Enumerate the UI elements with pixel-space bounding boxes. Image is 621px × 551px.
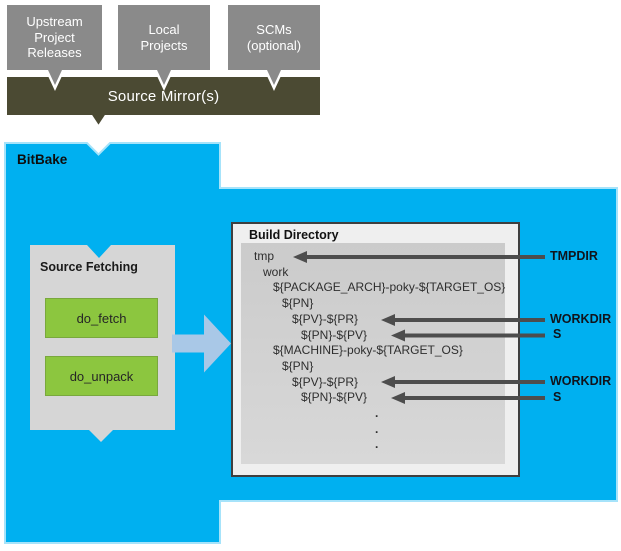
workdir-label: WORKDIR (550, 312, 612, 326)
source-fetching-box: Source Fetching do_fetch do_unpack (30, 245, 175, 430)
tree-item-tmp: tmp (254, 249, 275, 263)
tree-ellipsis-dot: . (375, 406, 379, 421)
s-label-2: S (553, 390, 562, 404)
upstream-project-releases-box: Upstream Project Releases (7, 5, 102, 70)
scms-box: SCMs (optional) (228, 5, 320, 70)
source-fetching-top-notch (87, 245, 111, 258)
do-unpack-label: do_unpack (69, 368, 134, 384)
build-directory-box: Build Directory tmp work ${PACKAGE_ARCH}… (231, 222, 520, 477)
build-directory-title: Build Directory (249, 228, 339, 242)
tree-ellipsis-dot: . (375, 437, 379, 452)
tree-item-machine: ${MACHINE}-poky-${TARGET_OS} (273, 343, 463, 358)
directory-tree-panel: tmp work ${PACKAGE_ARCH}-poky-${TARGET_O… (241, 243, 505, 464)
tree-item-package-arch: ${PACKAGE_ARCH}-poky-${TARGET_OS} (273, 280, 506, 295)
do-fetch-task-box: do_fetch (45, 298, 158, 338)
tree-item-pn-2: ${PN} (282, 358, 314, 373)
tree-item-pn-pv-2: ${PN}-${PV} (301, 390, 368, 405)
tree-ellipsis-dot: . (375, 421, 379, 436)
s-label: S (553, 327, 562, 341)
tree-item-pn: ${PN} (282, 296, 314, 311)
scms-label: SCMs (optional) (246, 22, 302, 53)
source-mirror-bar: Source Mirror(s) (7, 77, 320, 115)
do-unpack-task-box: do_unpack (45, 356, 158, 396)
do-fetch-label: do_fetch (76, 310, 127, 326)
tree-item-work: work (263, 264, 289, 279)
upstream-project-releases-label: Upstream Project Releases (26, 14, 83, 61)
source-fetching-title: Source Fetching (40, 260, 138, 274)
local-projects-box: Local Projects (118, 5, 210, 70)
source-fetching-bottom-tail (88, 429, 114, 442)
workdir-label-2: WORKDIR (550, 374, 612, 388)
tree-item-pv-pr: ${PV}-${PR} (292, 311, 359, 326)
tree-item-pn-pv: ${PN}-${PV} (301, 327, 368, 342)
tree-item-pv-pr-2: ${PV}-${PR} (292, 374, 359, 389)
bitbake-label: BitBake (17, 152, 68, 167)
source-mirror-label: Source Mirror(s) (107, 87, 220, 105)
directory-tree: tmp work ${PACKAGE_ARCH}-poky-${TARGET_O… (241, 249, 505, 453)
tmpdir-label: TMPDIR (550, 249, 598, 263)
local-projects-label: Local Projects (140, 22, 188, 53)
